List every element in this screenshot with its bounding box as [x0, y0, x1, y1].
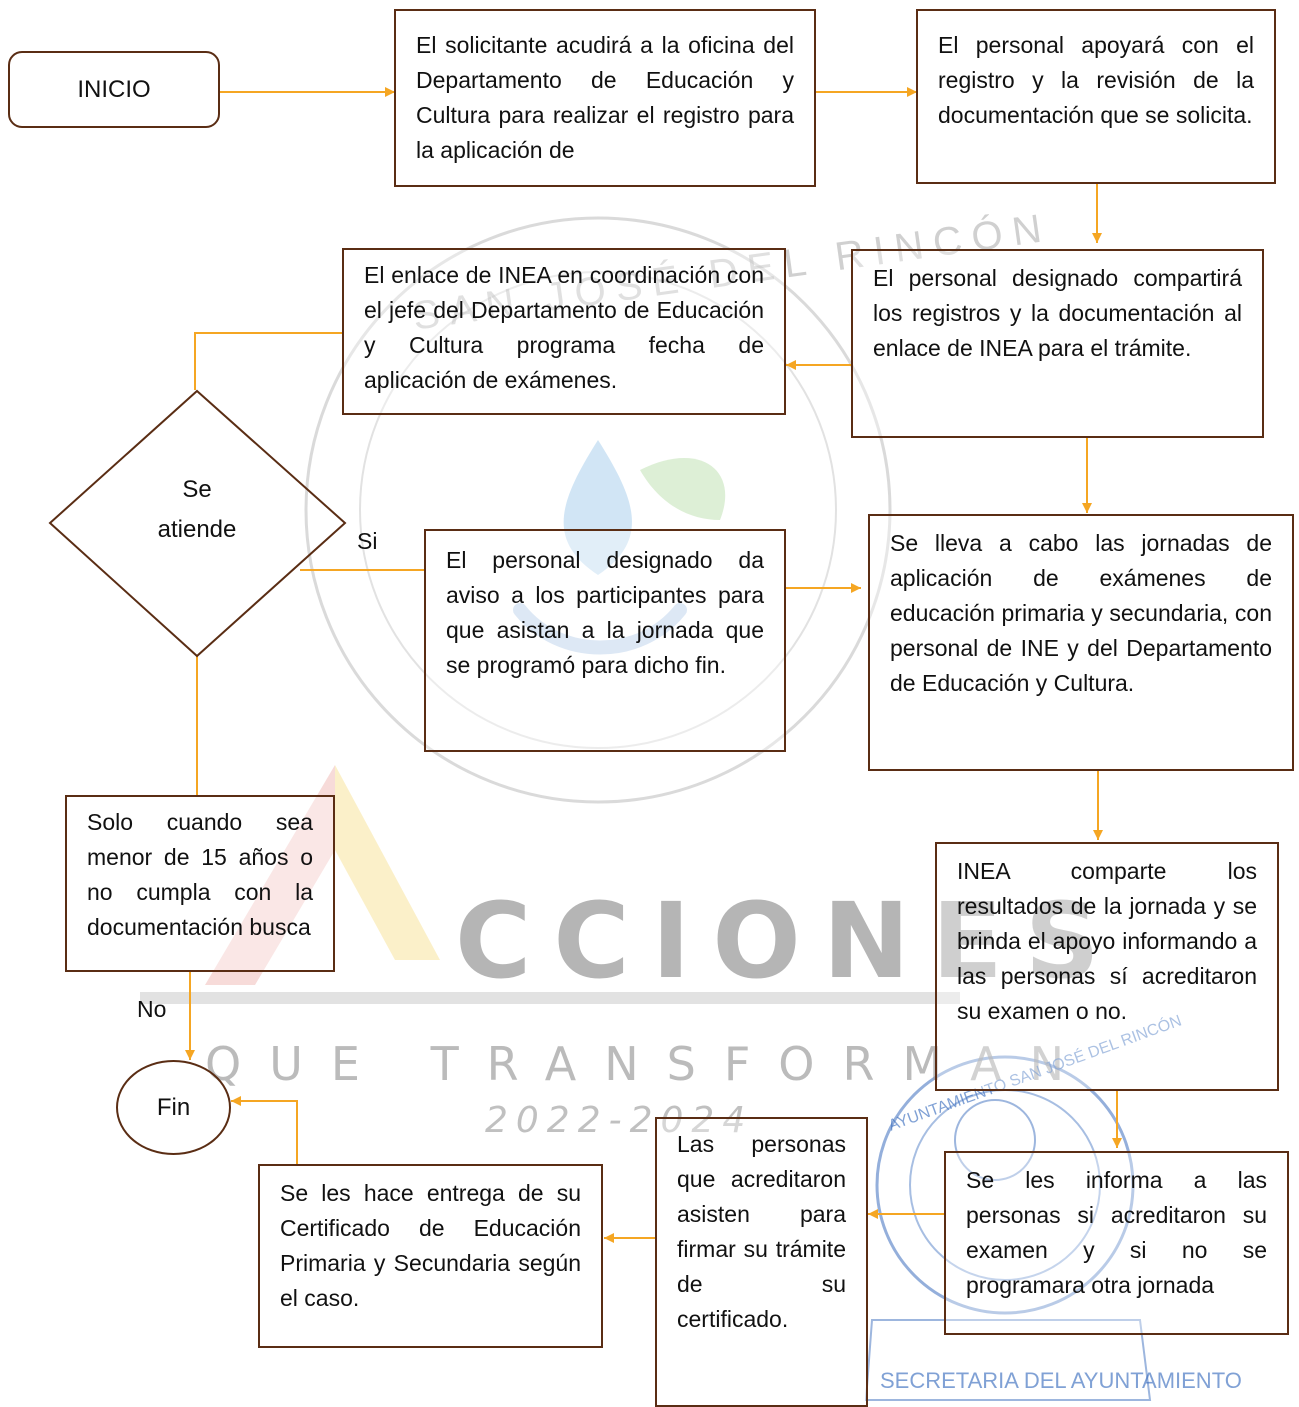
- watermark-word: CCIONES: [455, 880, 1122, 1002]
- step-9-text: Las personas que acreditaron asisten par…: [677, 1131, 846, 1332]
- step-6: Se lleva a cabo las jornadas de aplicaci…: [868, 514, 1294, 771]
- decision-diamond: [48, 389, 347, 658]
- decorative-band: [140, 992, 960, 1004]
- step-8-text: Se les informa a las personas si acredit…: [966, 1167, 1267, 1298]
- step-8: Se les informa a las personas si acredit…: [944, 1151, 1289, 1335]
- watermark-years: 2022-2024: [485, 1100, 754, 1141]
- logo-a-right: [335, 765, 440, 960]
- decision-label: Se atiende: [120, 470, 274, 550]
- step-9: Las personas que acreditaron asisten par…: [655, 1117, 868, 1407]
- stamp-emblem: [954, 1099, 1036, 1181]
- end-label: Fin: [156, 1094, 191, 1121]
- step-2: El personal apoyará con el registro y la…: [916, 9, 1276, 184]
- step-7: INEA comparte los resultados de la jorna…: [935, 842, 1279, 1091]
- line-s4-to-decision: [194, 332, 343, 390]
- step-1: El solicitante acudirá a la oficina del …: [394, 9, 816, 187]
- stamp-outer-ring: [875, 1055, 1135, 1315]
- stamp-footer-frame: [864, 1319, 1152, 1401]
- decision-yes-label: Si: [357, 528, 378, 554]
- decision-line-2: atiende: [157, 516, 237, 543]
- end-node: Fin: [116, 1060, 231, 1155]
- decision-line-1: Se: [182, 476, 212, 503]
- start-node: INICIO: [8, 51, 220, 128]
- start-label: INICIO: [77, 76, 151, 103]
- step-3-text: El personal designado compartirá los reg…: [873, 265, 1242, 361]
- leaf-logo: [640, 458, 726, 520]
- arrow-s10-to-fin: [231, 1096, 298, 1165]
- seal-inner-ring: [359, 271, 837, 749]
- step-1-text: El solicitante acudirá a la oficina del …: [416, 32, 794, 163]
- stamp-footer-text: SECRETARIA DEL AYUNTAMIENTO: [880, 1368, 1242, 1393]
- step-10-text: Se les hace entrega de su Certificado de…: [280, 1180, 581, 1311]
- step-4: El enlace de INEA en coordinación con el…: [342, 248, 786, 415]
- step-3: El personal designado compartirá los reg…: [851, 249, 1264, 438]
- step-7-text: INEA comparte los resultados de la jorna…: [957, 858, 1257, 1024]
- step-11-text: Solo cuando sea menor de 15 años o no cu…: [87, 809, 313, 940]
- step-5: El personal designado da aviso a los par…: [424, 529, 786, 752]
- watermark-tagline: QUE TRANSFORMAN: [205, 1037, 1093, 1091]
- step-5-text: El personal designado da aviso a los par…: [446, 547, 764, 678]
- step-2-text: El personal apoyará con el registro y la…: [938, 32, 1254, 128]
- step-6-text: Se lleva a cabo las jornadas de aplicaci…: [890, 530, 1272, 696]
- step-11: Solo cuando sea menor de 15 años o no cu…: [65, 795, 335, 972]
- water-drop-logo: [563, 440, 632, 575]
- seal-outer-ring: [304, 216, 892, 804]
- step-4-text: El enlace de INEA en coordinación con el…: [364, 262, 764, 393]
- step-10: Se les hace entrega de su Certificado de…: [258, 1164, 603, 1348]
- decision-no-label: No: [137, 996, 167, 1022]
- logo-a-left: [205, 765, 335, 985]
- hands-logo: [513, 603, 687, 655]
